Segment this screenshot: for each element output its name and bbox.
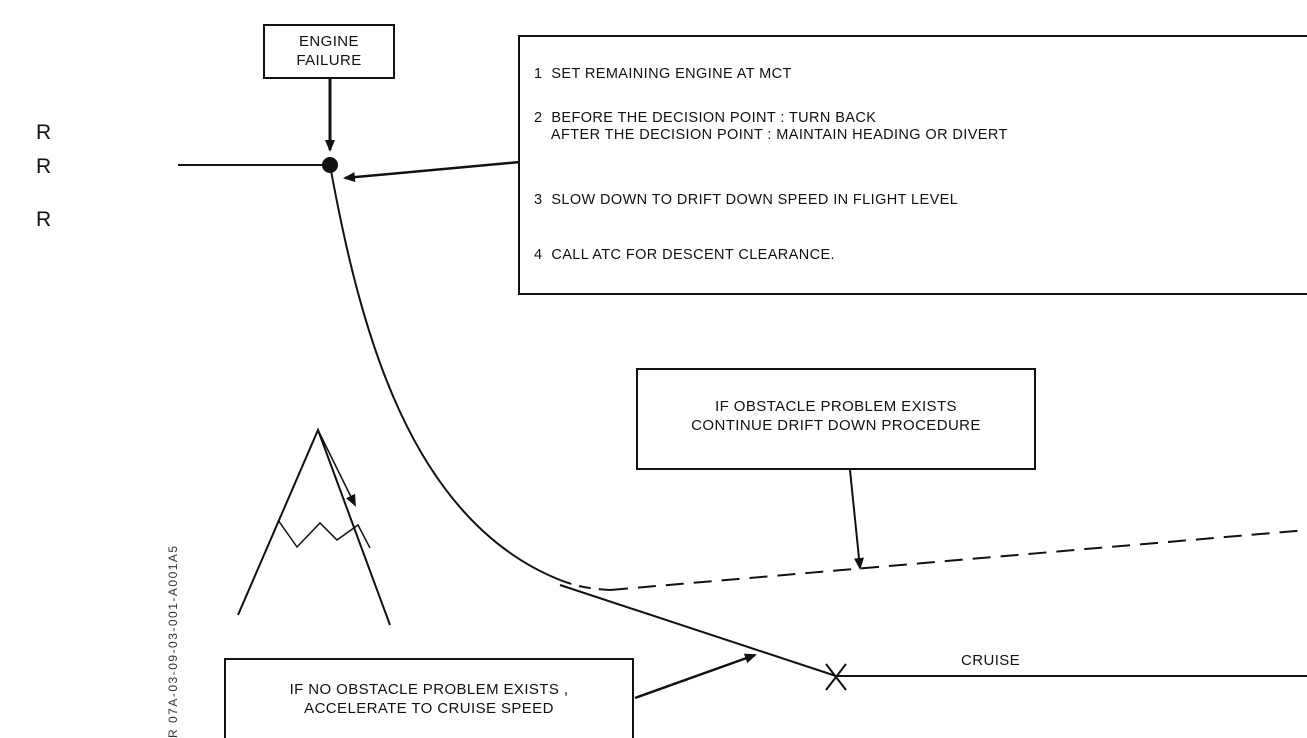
no-obstacle-box: IF NO OBSTACLE PROBLEM EXISTS , ACCELERA… [224, 658, 634, 738]
obstacle-exists-arrow [849, 469, 864, 570]
obstacle-exists-line1: IF OBSTACLE PROBLEM EXISTS [715, 398, 957, 415]
procedure-box: 1 SET REMAINING ENGINE AT MCT 2 BEFORE T… [518, 35, 1307, 295]
drift-down-path [329, 164, 561, 581]
engine-failure-box: ENGINE FAILURE [263, 24, 395, 79]
procedure-step-2: 2 BEFORE THE DECISION POINT : TURN BACK … [534, 110, 1008, 143]
revision-mark: R [36, 208, 52, 231]
no-obstacle-line2: ACCELERATE TO CRUISE SPEED [304, 700, 554, 717]
revision-mark: R [36, 121, 52, 144]
procedure-step-4: 4 CALL ATC FOR DESCENT CLEARANCE. [534, 247, 835, 263]
drift-down-level-line [609, 529, 1307, 591]
cross-marker-icon [825, 663, 847, 691]
procedure-arrow [343, 160, 521, 183]
revision-mark: R [36, 155, 52, 178]
figure-reference: R 07A-03-09-03-001-A001A5 [166, 544, 180, 738]
no-obstacle-arrow [634, 653, 757, 700]
obstacle-exists-line2: CONTINUE DRIFT DOWN PROCEDURE [691, 417, 981, 434]
no-obstacle-line1: IF NO OBSTACLE PROBLEM EXISTS , [289, 681, 569, 698]
mountain-icon [237, 427, 391, 626]
obstacle-exists-box: IF OBSTACLE PROBLEM EXISTS CONTINUE DRIF… [636, 368, 1036, 470]
drift-down-dashed-path [559, 579, 611, 591]
engine-failure-line1: ENGINE [299, 33, 359, 50]
procedure-step-1: 1 SET REMAINING ENGINE AT MCT [534, 66, 792, 82]
procedure-step-3: 3 SLOW DOWN TO DRIFT DOWN SPEED IN FLIGH… [534, 192, 959, 208]
engine-failure-line2: FAILURE [296, 52, 362, 69]
cruise-label: CRUISE [961, 652, 1021, 669]
acceleration-path [559, 584, 837, 677]
